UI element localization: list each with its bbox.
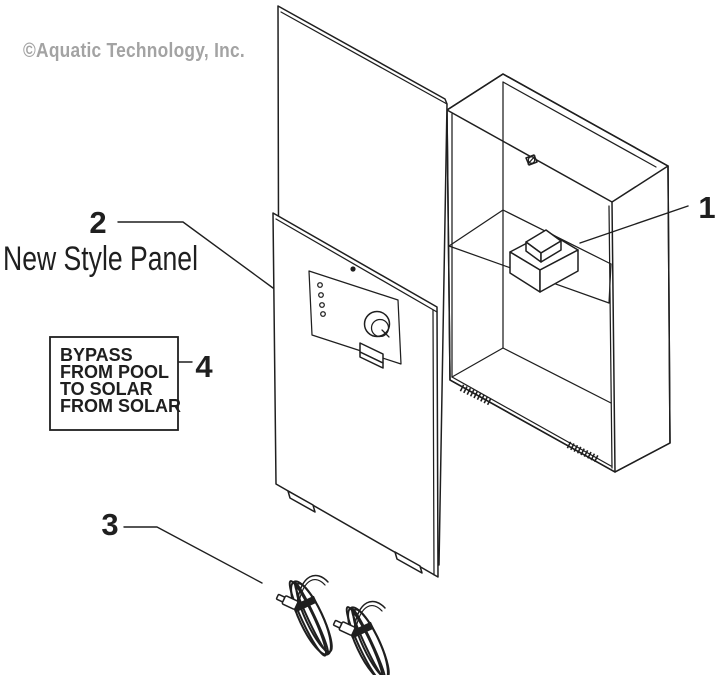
leader-line bbox=[117, 221, 274, 289]
callout-1: 1 bbox=[579, 190, 716, 244]
new-style-panel bbox=[272, 212, 439, 578]
callout-3: 3 bbox=[101, 507, 263, 584]
leader-line bbox=[579, 205, 689, 244]
transformer bbox=[509, 229, 579, 293]
mounting-tab bbox=[287, 490, 316, 513]
label-line-1: BYPASS bbox=[60, 345, 133, 365]
panel-face bbox=[272, 212, 439, 578]
callout-number-1: 1 bbox=[698, 190, 715, 225]
control-faceplate bbox=[308, 270, 402, 369]
control-knob bbox=[363, 310, 391, 338]
callout-number-2: 2 bbox=[89, 205, 106, 240]
watermark: ©Aquatic Technology, Inc. bbox=[23, 40, 245, 62]
callout-4: 4 BYPASS FROM POOL TO SOLAR FROM SOLAR bbox=[49, 336, 213, 431]
screw-icon bbox=[525, 154, 538, 166]
panel-caption: New Style Panel bbox=[3, 240, 198, 278]
led-indicators bbox=[317, 282, 326, 317]
enclosure-cabinet bbox=[446, 73, 671, 473]
label-line-3: TO SOLAR bbox=[60, 379, 153, 399]
mounting-tab bbox=[394, 551, 423, 574]
panel-screw-icon bbox=[350, 266, 356, 272]
callout-2: 2 New Style Panel bbox=[3, 205, 274, 289]
callout-number-3: 3 bbox=[101, 507, 118, 542]
leader-line bbox=[123, 526, 263, 584]
callout-number-4: 4 bbox=[195, 349, 213, 384]
label-line-2: FROM POOL bbox=[60, 362, 169, 382]
label-line-4: FROM SOLAR bbox=[60, 396, 181, 416]
switch-button bbox=[359, 342, 384, 369]
bypass-label-box bbox=[49, 336, 179, 431]
